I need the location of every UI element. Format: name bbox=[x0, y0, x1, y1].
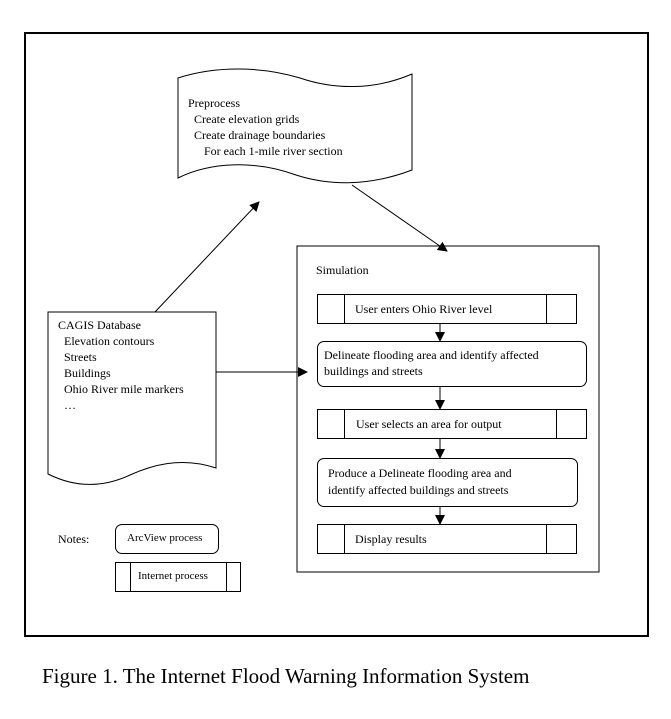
preprocess-title: Preprocess bbox=[188, 96, 240, 110]
step-enter-river-level: User enters Ohio River level bbox=[317, 294, 577, 324]
legend-arcview-label: ArcView process bbox=[127, 532, 203, 544]
step-produce-output-line-2: identify affected buildings and streets bbox=[328, 483, 509, 497]
database-document-shape bbox=[47, 311, 217, 485]
database-item: Elevation contours bbox=[64, 334, 155, 348]
notes-label: Notes: bbox=[58, 532, 90, 546]
step-enter-river-level-label: User enters Ohio River level bbox=[355, 302, 493, 316]
step-delineate-flooding: Delineate flooding area and identify aff… bbox=[317, 341, 587, 387]
step-delineate-flooding-line-1: Delineate flooding area and identify aff… bbox=[324, 348, 539, 362]
database-item: Ohio River mile markers bbox=[64, 382, 184, 396]
preprocess-line-1: Create elevation grids bbox=[194, 112, 300, 126]
simulation-title: Simulation bbox=[316, 263, 369, 277]
step-produce-output: Produce a Delineate flooding area and id… bbox=[317, 458, 578, 507]
arrow-database-to-preprocess bbox=[154, 201, 260, 313]
database-item: … bbox=[64, 398, 76, 412]
figure-frame bbox=[24, 32, 649, 637]
database-title: CAGIS Database bbox=[58, 318, 141, 332]
preprocess-document-shape bbox=[177, 68, 413, 184]
step-select-area: User selects an area for output bbox=[317, 409, 587, 439]
legend-internet-process: Internet process bbox=[115, 562, 241, 592]
step-delineate-flooding-line-2: buildings and streets bbox=[324, 364, 423, 378]
step-display-results: Display results bbox=[317, 524, 577, 554]
legend-arcview-process: ArcView process bbox=[115, 524, 219, 554]
database-item: Buildings bbox=[64, 366, 111, 380]
step-display-results-label: Display results bbox=[355, 532, 427, 546]
step-produce-output-line-1: Produce a Delineate flooding area and bbox=[328, 466, 512, 480]
figure-caption: Figure 1. The Internet Flood Warning Inf… bbox=[42, 664, 530, 688]
legend-internet-label: Internet process bbox=[138, 570, 208, 582]
preprocess-line-2: Create drainage boundaries bbox=[194, 128, 326, 142]
preprocess-line-3: For each 1-mile river section bbox=[204, 144, 343, 158]
step-select-area-label: User selects an area for output bbox=[356, 417, 502, 431]
arrow-preprocess-to-simulation bbox=[351, 184, 448, 252]
database-item: Streets bbox=[64, 350, 97, 364]
